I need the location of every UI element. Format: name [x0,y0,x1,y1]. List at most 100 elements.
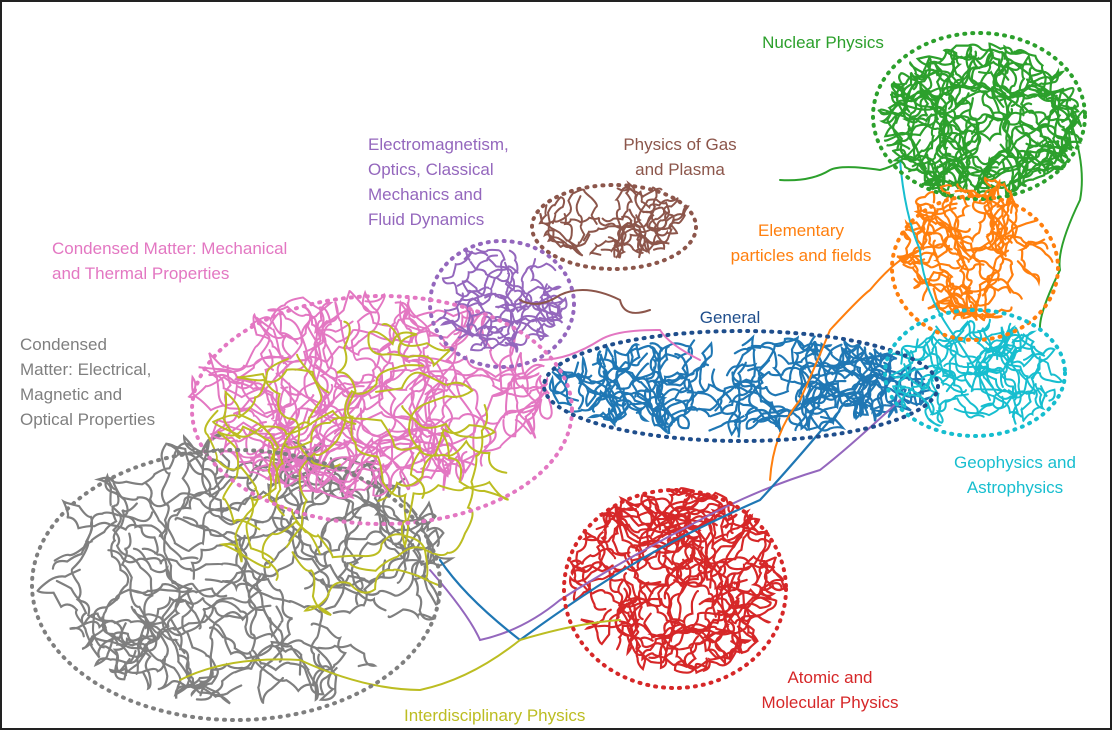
cm-electrical-trajectory [321,481,406,615]
general-trajectory [843,338,898,399]
interdisciplinary-trajectory [261,520,429,581]
nuclear-trajectory [926,43,1010,106]
cm-mechanical-trajectory [398,299,475,396]
cm-electrical-trajectory [132,547,284,663]
interdisciplinary-trajectory [349,404,489,572]
link-olive [179,619,621,692]
cm-electrical-trajectory [166,432,225,510]
geo-astro-trajectory [974,324,1016,388]
link-brown [519,289,651,314]
general-trajectory [602,342,652,414]
geo-astro-trajectory [925,341,1022,395]
interdisciplinary-trajectory [377,405,496,502]
geo-astro-trajectory [953,385,1048,415]
cm-electrical-trajectory [270,463,387,612]
elementary-trajectory [905,215,970,263]
outline-gas-plasma [530,183,698,271]
cm-electrical-trajectory [257,538,430,614]
em-optics-trajectory [435,297,488,340]
link-orange [769,249,921,481]
atomic-molecular-trajectory [727,572,772,660]
cm-mechanical-trajectory [402,363,545,446]
gas-plasma-trajectory [582,222,646,251]
nuclear-trajectory [886,54,981,150]
cm-electrical-trajectory [387,522,456,621]
nuclear-trajectory [909,60,973,143]
cm-mechanical-trajectory [387,350,553,420]
interdisciplinary-trajectory [204,409,271,569]
elementary-trajectory [971,186,997,252]
atomic-molecular-trajectory [662,600,760,671]
general-trajectory [686,361,747,438]
em-optics-trajectory [467,311,517,347]
nuclear-trajectory [929,70,1013,142]
cm-mechanical-trajectory [252,301,334,371]
gas-plasma-trajectory [616,187,659,253]
gas-plasma-trajectory [538,204,591,247]
link-blue [438,418,832,642]
interdisciplinary-trajectory [367,323,454,368]
cm-mechanical-trajectory [267,305,376,384]
geo-astro-trajectory [976,323,1036,361]
cm-electrical-trajectory [53,498,159,562]
general-trajectory [807,341,867,414]
elementary-trajectory [947,225,1000,297]
general-trajectory [732,366,869,409]
cm-mechanical-trajectory [343,443,465,500]
geo-astro-trajectory [983,326,1022,392]
outline-atomic-molecular [562,488,788,690]
cm-mechanical-trajectory [314,290,411,414]
cm-electrical-trajectory [161,596,247,697]
elementary-trajectory [1008,192,1046,250]
gas-plasma-trajectory [634,190,679,228]
link-purple [429,399,901,642]
atomic-molecular-trajectory [714,596,778,642]
atomic-molecular-trajectory [658,487,735,535]
cm-electrical-trajectory [204,613,378,668]
elementary-trajectory [982,226,1009,321]
atomic-molecular-trajectory [584,590,699,630]
em-optics-trajectory [491,296,568,324]
nuclear-trajectory [877,102,962,191]
nuclear-trajectory [879,91,974,124]
atomic-molecular-trajectory [700,555,786,611]
general-trajectory [725,344,837,407]
nuclear-trajectory [966,50,1072,143]
outline-cm-electrical [30,448,442,722]
general-trajectory [708,371,780,432]
elementary-trajectory [983,176,1016,238]
cm-mechanical-trajectory [234,377,315,480]
label-interdisciplinary-physics: Interdisciplinary Physics [404,706,586,725]
geo-astro-trajectory [1020,356,1044,423]
em-optics-trajectory [457,265,519,339]
link-cyan [899,159,991,401]
atomic-molecular-trajectory [685,556,777,597]
label-geophysics-astrophysics: Geophysics and Astrophysics [954,453,1076,497]
nuclear-trajectory [886,46,977,152]
interdisciplinary-trajectory [236,368,341,468]
label-nuclear-physics: Nuclear Physics [762,33,884,52]
nuclear-trajectory [970,84,1011,190]
cm-electrical-trajectory [108,596,202,677]
geo-astro-trajectory [935,393,985,424]
outline-cm-mechanical [190,294,574,526]
cm-mechanical-trajectory [252,451,355,500]
gas-plasma-trajectory [547,213,584,257]
atomic-molecular-trajectory [620,537,698,642]
label-em-optics-mechanics: Electromagnetism, Optics, Classical Mech… [368,135,509,229]
general-trajectory [745,379,847,433]
general-trajectory [714,335,816,412]
cm-mechanical-trajectory [223,423,421,481]
label-cm-electrical-magnetic-optical: Condensed Matter: Electrical, Magnetic a… [20,335,156,429]
cm-electrical-trajectory [329,457,425,597]
elementary-trajectory [913,207,957,255]
nuclear-trajectory [1037,86,1075,174]
nuclear-trajectory [892,111,954,192]
label-elementary-particles: Elementary particles and fields [730,221,872,265]
interdisciplinary-trajectory [375,371,474,499]
atomic-molecular-trajectory [570,528,644,621]
nuclear-trajectory [1003,44,1075,135]
interdisciplinary-trajectory [285,364,424,548]
atomic-molecular-trajectory [658,558,692,670]
general-trajectory [733,335,854,377]
